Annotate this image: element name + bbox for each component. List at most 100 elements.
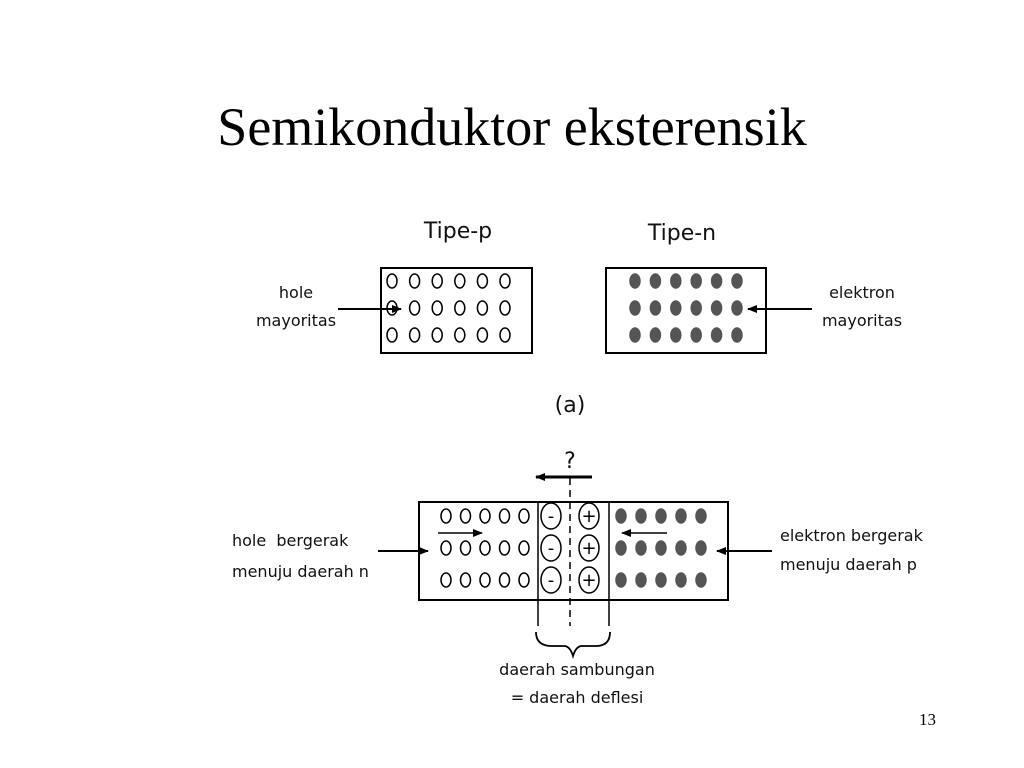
- depletion-ions: - + - + - +: [540, 502, 600, 594]
- hole: [431, 273, 443, 289]
- electron: [649, 327, 662, 343]
- hole: [476, 300, 489, 316]
- hole-moving-label-line2: menuju daerah n: [232, 562, 369, 581]
- electron: [731, 273, 743, 289]
- electron: [615, 540, 627, 556]
- hole-majority-label-line1: hole: [279, 283, 313, 302]
- electron: [635, 540, 647, 556]
- electron: [690, 300, 702, 316]
- hole: [498, 508, 511, 524]
- p-side-holes: [440, 508, 530, 588]
- svg-text:-: -: [548, 570, 555, 591]
- electron: [695, 508, 707, 524]
- svg-text:+: +: [581, 506, 596, 527]
- hole: [440, 540, 452, 556]
- hole: [408, 327, 421, 343]
- hole: [479, 540, 491, 556]
- p-type-label: Tipe-p: [423, 219, 492, 244]
- electron: [670, 327, 682, 343]
- hole: [459, 540, 472, 556]
- electron: [690, 273, 702, 289]
- electron: [635, 572, 647, 588]
- electron-majority-label-line1: elektron: [829, 283, 895, 302]
- hole: [518, 572, 530, 588]
- hole: [518, 540, 530, 556]
- electron: [629, 327, 641, 343]
- electron: [675, 508, 687, 524]
- electron: [690, 327, 702, 343]
- hole: [459, 508, 472, 524]
- p-type-holes: [386, 273, 511, 343]
- electron: [695, 572, 707, 588]
- svg-text:-: -: [548, 506, 555, 527]
- electron: [655, 540, 667, 556]
- hole: [499, 273, 511, 289]
- hole: [440, 572, 452, 588]
- hole: [518, 508, 530, 524]
- electron: [635, 508, 647, 524]
- question-mark: ?: [564, 449, 576, 474]
- electron: [670, 300, 682, 316]
- donor-ion: +: [578, 534, 600, 562]
- hole: [499, 300, 511, 316]
- hole: [454, 273, 466, 289]
- svg-text:-: -: [548, 538, 555, 559]
- electron: [731, 300, 743, 316]
- hole: [408, 273, 421, 289]
- page-number: 13: [919, 710, 936, 729]
- electron: [675, 540, 687, 556]
- electron: [655, 572, 667, 588]
- electron: [615, 572, 627, 588]
- n-type-label: Tipe-n: [647, 221, 716, 246]
- hole: [454, 327, 466, 343]
- svg-text:+: +: [581, 570, 596, 591]
- acceptor-ion: -: [540, 566, 562, 594]
- n-side-electrons: [615, 508, 707, 588]
- n-type-electrons: [629, 273, 743, 343]
- electron: [710, 300, 723, 316]
- electron-majority-label-line2: mayoritas: [822, 311, 902, 330]
- hole: [499, 327, 511, 343]
- hole: [431, 300, 443, 316]
- p-type-box: [380, 267, 533, 354]
- n-type-box: [605, 267, 767, 354]
- svg-text:+: +: [581, 538, 596, 559]
- electron: [629, 273, 641, 289]
- electron: [675, 572, 687, 588]
- junction-label-line1: daerah sambungan: [499, 660, 655, 679]
- hole: [476, 273, 489, 289]
- hole: [498, 572, 511, 588]
- electron-moving-label-line1: elektron bergerak: [780, 526, 924, 545]
- electron: [731, 327, 743, 343]
- electron: [710, 273, 723, 289]
- electron: [615, 508, 627, 524]
- hole: [386, 273, 398, 289]
- donor-ion: +: [578, 502, 600, 530]
- electron: [629, 300, 641, 316]
- electron-moving-label-line2: menuju daerah p: [780, 555, 917, 574]
- caption-a: (a): [555, 393, 586, 418]
- electron: [649, 273, 662, 289]
- hole: [476, 327, 489, 343]
- depletion-brace: [535, 631, 611, 660]
- hole: [386, 327, 398, 343]
- electron: [695, 540, 707, 556]
- hole: [498, 540, 511, 556]
- electron: [655, 508, 667, 524]
- junction-label-line2: = daerah deflesi: [511, 688, 644, 707]
- acceptor-ion: -: [540, 534, 562, 562]
- hole: [454, 300, 466, 316]
- hole: [459, 572, 472, 588]
- hole: [408, 300, 421, 316]
- acceptor-ion: -: [540, 502, 562, 530]
- hole: [440, 508, 452, 524]
- donor-ion: +: [578, 566, 600, 594]
- hole: [479, 508, 491, 524]
- hole: [431, 327, 443, 343]
- slide-title: Semikonduktor eksterensik: [217, 97, 807, 157]
- electron: [649, 300, 662, 316]
- hole: [479, 572, 491, 588]
- hole-majority-label-line2: mayoritas: [256, 311, 336, 330]
- hole-moving-label-line1: hole bergerak: [232, 531, 349, 550]
